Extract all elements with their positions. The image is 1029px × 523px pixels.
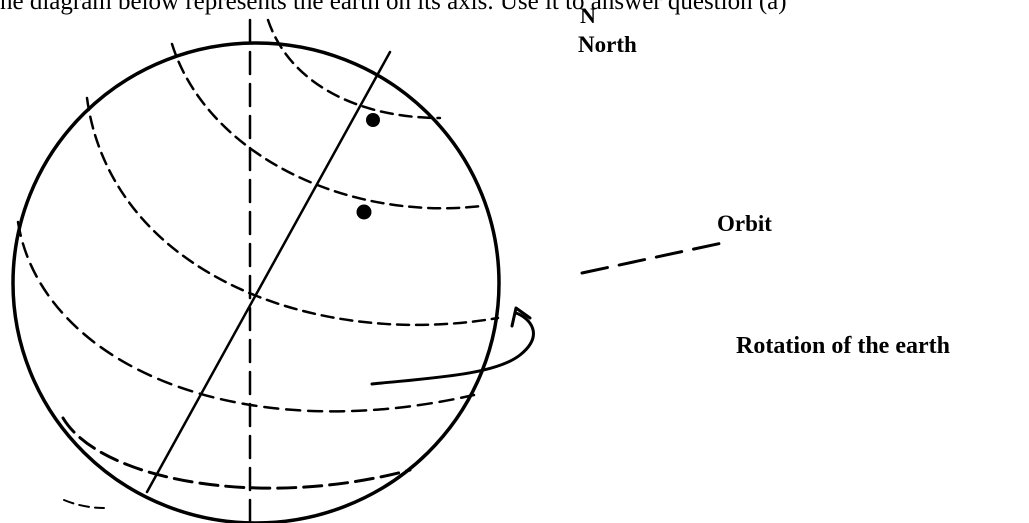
point-marker-upper bbox=[366, 113, 380, 127]
rotation-arrowhead bbox=[512, 308, 530, 326]
rotation-label: Rotation of the earth bbox=[736, 333, 950, 360]
latitude-curve-2 bbox=[172, 44, 482, 208]
latitude-curve-1 bbox=[268, 20, 440, 118]
earth-globe-outline bbox=[13, 43, 499, 523]
latitude-curve-3 bbox=[87, 98, 498, 325]
point-marker-lower bbox=[357, 205, 372, 220]
rotation-arrow-path bbox=[372, 313, 533, 384]
north-letter-label: N bbox=[580, 3, 596, 29]
minor-lower-left-arc bbox=[64, 500, 104, 508]
earth-axis-line bbox=[147, 52, 390, 492]
orbit-line bbox=[582, 243, 722, 273]
north-label: North bbox=[578, 32, 637, 58]
orbit-label: Orbit bbox=[717, 211, 772, 237]
latitude-curve-4 bbox=[18, 222, 474, 411]
